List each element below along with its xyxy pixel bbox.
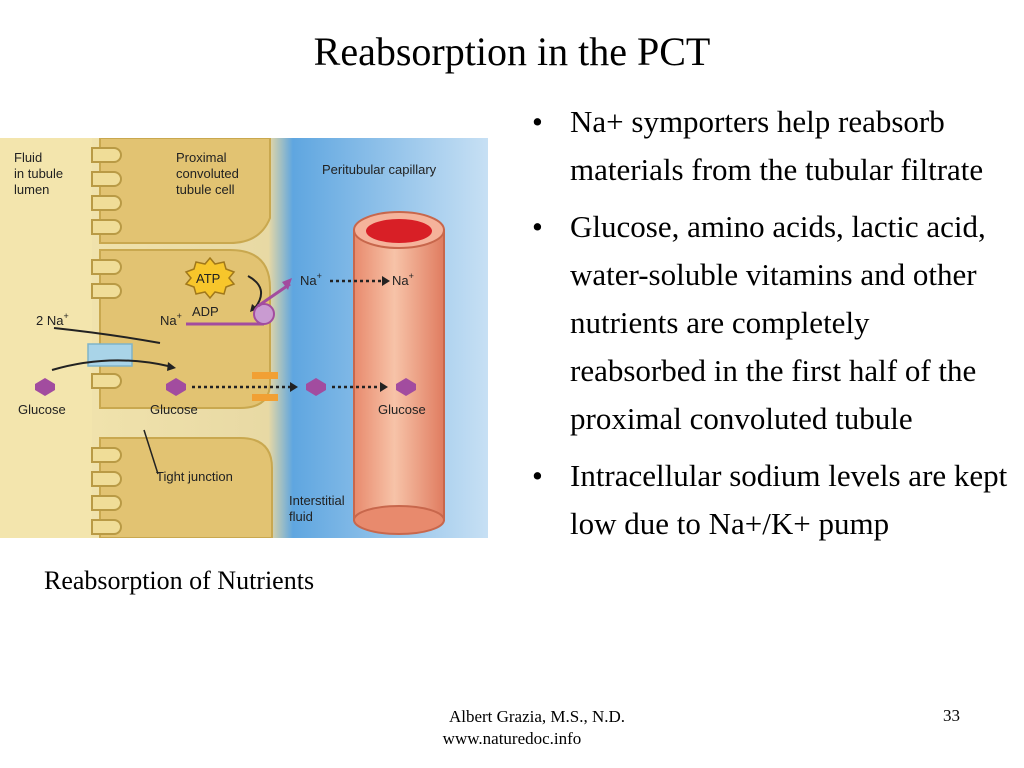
glucose-molecule-lumen	[35, 378, 55, 396]
page-number: 33	[943, 706, 960, 725]
glucose-entry-arrowhead	[167, 362, 176, 371]
na-transfer-arrowhead	[382, 276, 390, 286]
na-glucose-symporter	[87, 343, 133, 367]
na-entry-arrow	[53, 327, 161, 344]
bullet-item: • Glucose, amino acids, lactic acid, wate…	[532, 203, 1012, 443]
bullet-item: • Intracellular sodium levels are kept lo…	[532, 452, 1012, 548]
glucose-transporter-top	[252, 372, 278, 379]
glucose-molecule-cell	[166, 378, 186, 396]
glucose-transporter-bottom	[252, 394, 278, 401]
bullet-list: • Na+ symporters help reabsorb materials …	[532, 98, 1012, 557]
glucose-cell-label: Glucose	[150, 402, 198, 417]
pct-cell-top	[99, 138, 271, 244]
tight-junction-label: Tight junction	[156, 469, 233, 484]
slide-title: Reabsorption in the PCT	[313, 29, 711, 74]
bullet-marker: •	[532, 458, 543, 493]
na-cell-label: Na+	[160, 311, 182, 328]
glucose-molecule-interstitial	[306, 378, 326, 396]
bullet-text: Glucose, amino acids, lactic acid, water…	[570, 209, 986, 436]
pump-arrowhead	[282, 278, 292, 290]
tight-junction-pointer	[143, 429, 159, 475]
microvilli	[91, 147, 122, 535]
pump-arrow	[257, 282, 291, 308]
capillary-label: Peritubular capillary	[322, 162, 437, 177]
lumen-label: Fluid in tubule lumen	[14, 150, 67, 197]
bullet-text: Na+ symporters help reabsorb materials f…	[570, 104, 984, 187]
pct-cell-label: Proximal convoluted tubule cell	[176, 150, 243, 197]
pct-cell-bottom	[99, 437, 273, 538]
footer-url: www.naturedoc.info	[442, 729, 582, 748]
bullet-marker: •	[532, 104, 543, 139]
atp-arrowhead	[250, 304, 258, 312]
na-k-pump	[253, 303, 275, 325]
atp-burst	[184, 256, 236, 300]
glucose-lumen-label: Glucose	[18, 402, 66, 417]
atp-hydrolysis-arrow	[247, 275, 263, 309]
interstitial-label: Interstitial fluid	[289, 493, 348, 524]
reabsorption-diagram: Fluid in tubule lumen Proximal convolute…	[0, 138, 488, 538]
bullet-marker: •	[532, 209, 543, 244]
footer-author: Albert Grazia, M.S., N.D.	[448, 707, 626, 726]
figure-caption: Reabsorption of Nutrients	[44, 566, 315, 595]
glucose-exit-arrowhead	[290, 382, 298, 392]
two-na-label: 2 Na+	[36, 311, 69, 328]
pct-cell-middle	[99, 249, 271, 409]
atp-label: ATP	[196, 271, 220, 286]
tubule-lumen	[0, 138, 92, 538]
glucose-capillary-arrowhead	[380, 382, 388, 392]
glucose-capillary-label: Glucose	[378, 402, 426, 417]
bullet-item: • Na+ symporters help reabsorb materials …	[532, 98, 1012, 194]
glucose-entry-arrow	[51, 359, 169, 371]
adp-label: ADP	[192, 304, 219, 319]
bullet-text: Intracellular sodium levels are kept low…	[570, 458, 1008, 541]
glucose-molecule-capillary	[396, 378, 416, 396]
na-capillary-label: Na+	[392, 271, 414, 288]
peritubular-capillary-vessel	[353, 211, 445, 535]
na-interstitial-label: Na+	[300, 271, 322, 288]
